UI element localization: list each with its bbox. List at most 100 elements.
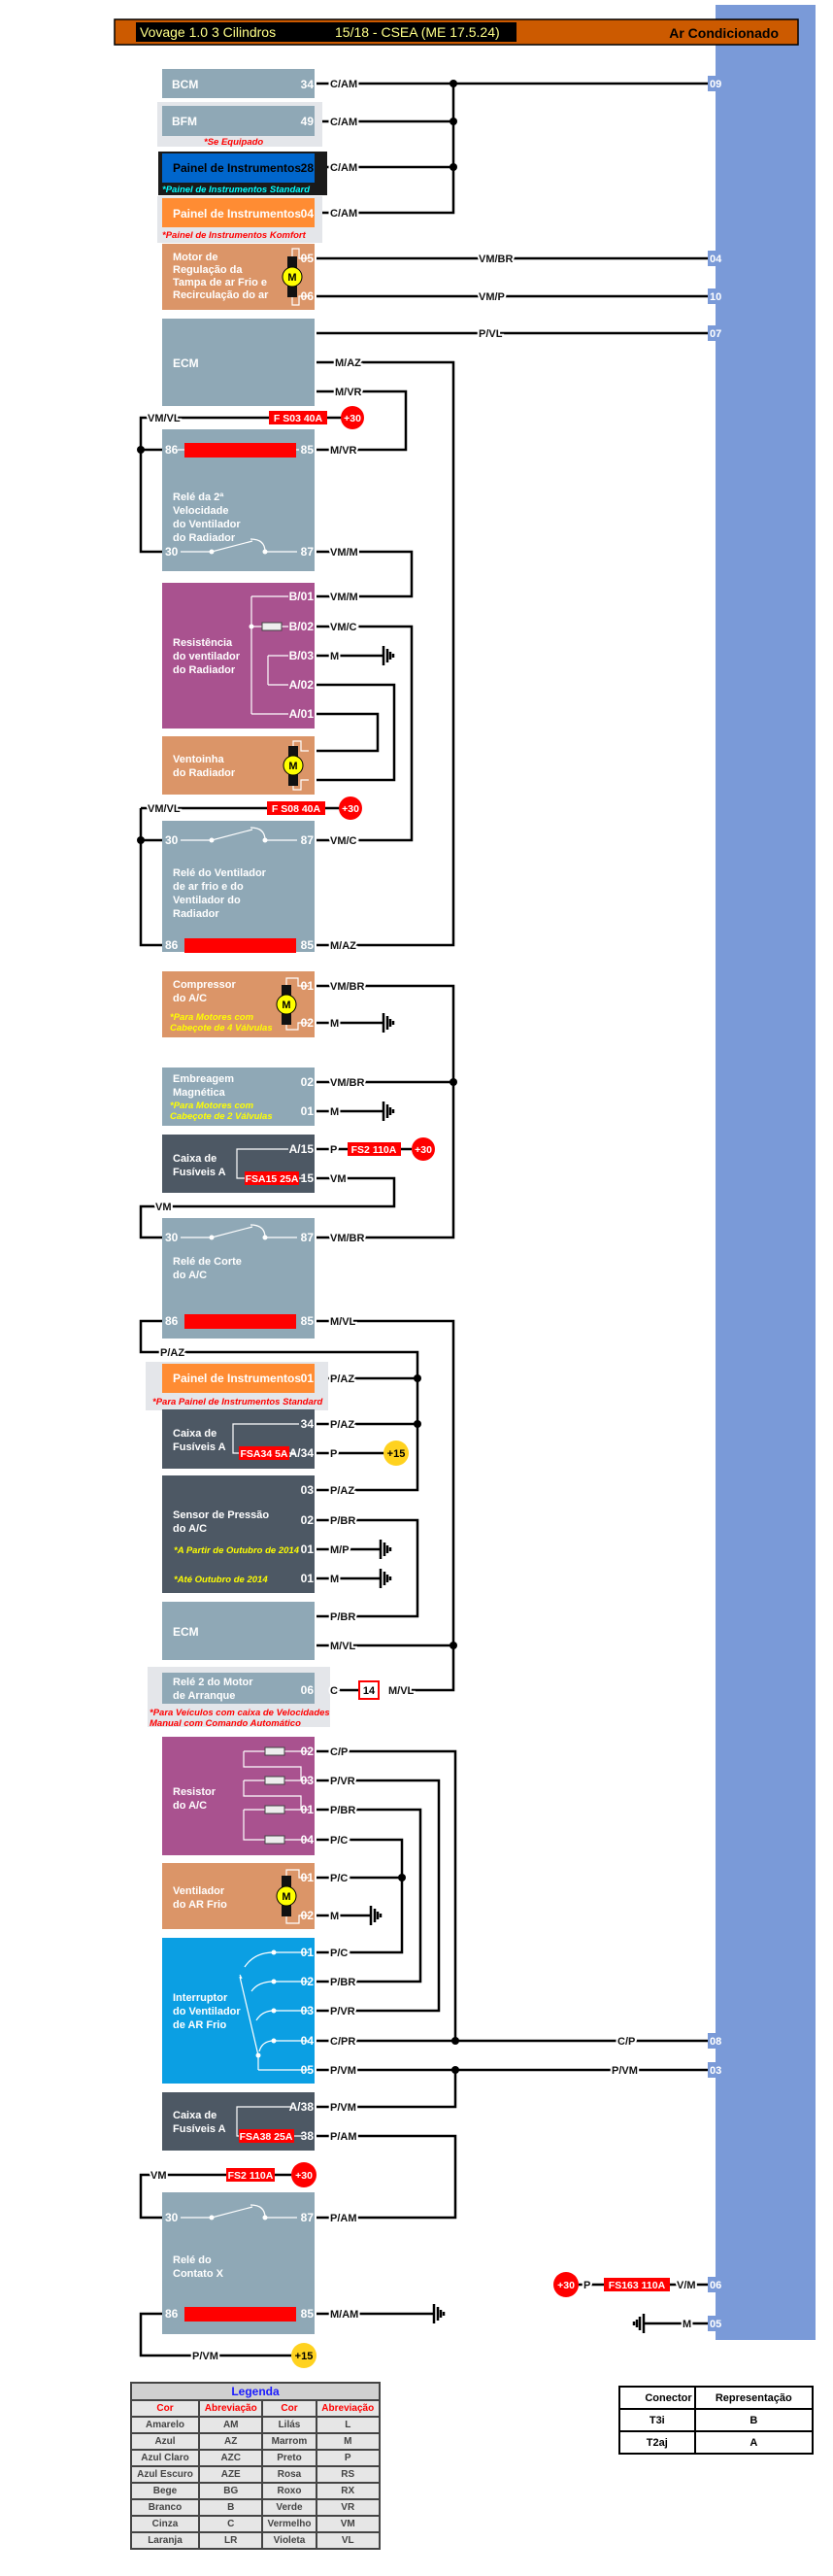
diagram-label: 02 — [301, 1513, 315, 1527]
diagram-label: Relé do Ventilador — [173, 867, 267, 879]
ac-resistor: Resistor do A/C 02 03 01 04 C/P P/VR P/B… — [162, 1737, 357, 1855]
relay-coil — [184, 2307, 296, 2322]
diagram-label: VM — [155, 1202, 172, 1213]
table-row: T2aj A — [618, 2430, 815, 2455]
ecu-connector-panel — [716, 5, 816, 2340]
rotary-switch-icon — [239, 1949, 309, 2071]
legend-cell: RX — [315, 2482, 381, 2500]
diagram-label: 05 — [301, 2063, 315, 2077]
diagram-label: C/AM — [330, 162, 357, 174]
ecu-pin-06: 06 — [708, 2277, 725, 2292]
diagram-label: A/02 — [289, 678, 315, 692]
battery-plus30-badge: +30 — [341, 406, 364, 429]
diagram-label: 05 — [301, 252, 315, 265]
diagram-label: VM/M — [330, 547, 358, 559]
cold-air-fan: Ventilador do AR Frio M 01 02 P/C M — [162, 1863, 350, 1929]
relay-switch-icon — [181, 2204, 297, 2220]
diagram-label: 01 — [301, 1572, 315, 1585]
legend-cell: Vermelho — [261, 2515, 317, 2533]
ground-icon — [632, 2312, 646, 2335]
diagram-label: *A Partir de Outubro de 2014 — [174, 1545, 300, 1556]
ignition-plus15-badge: +15 — [383, 1441, 409, 1466]
legend-title: Legenda — [130, 2382, 381, 2401]
legend-cell: RS — [315, 2465, 381, 2484]
legend-cell: Azul Claro — [130, 2449, 200, 2467]
relay-2nd-speed: 86 85 Relé da 2ª Velocidade do Ventilado… — [162, 429, 360, 571]
relay-cold-air-fan: 30 87 Relé do Ventilador de ar frio e do… — [162, 821, 359, 954]
diagram-label: do A/C — [173, 993, 207, 1004]
diagram-label: FSA15 25A — [246, 1173, 299, 1185]
legend-header: Abreviação — [197, 2399, 264, 2418]
diagram-label: 34 — [301, 1417, 315, 1431]
diagram-label: ECM — [173, 1625, 199, 1639]
diagram-label: do Radiador — [173, 664, 236, 676]
diagram-label: A/38 — [289, 2100, 315, 2114]
diagram-label: P/C — [330, 1948, 348, 1959]
legend-cell: Lilás — [261, 2416, 317, 2434]
diagram-label: 03 — [301, 2004, 315, 2017]
resistor-icon — [264, 1746, 285, 1756]
ecm-module-2: ECM P/BR M/VL — [162, 1602, 358, 1660]
ecu-pin-04: 04 — [708, 251, 725, 266]
diagram-label: *Para Painel de Instrumentos Standard — [152, 1397, 322, 1407]
diagram-label: Contato X — [173, 2268, 224, 2280]
diagram-label: 01 — [301, 1803, 315, 1816]
diagram-label: BCM — [172, 78, 198, 91]
diagram-label: Painel de Instrumentos — [173, 161, 301, 175]
ecu-pin-05: 05 — [708, 2316, 725, 2331]
ground-icon — [382, 1100, 395, 1123]
diagram-label: C/P — [617, 2036, 635, 2048]
relay-coil — [184, 1314, 296, 1329]
diagram-label: 05 — [710, 2319, 721, 2330]
instrument-panel-standard: Painel de Instrumentos 28 C/AM *Painel d… — [158, 152, 359, 195]
diagram-label: 30 — [165, 545, 179, 559]
diagram-label: M/VL — [330, 1641, 356, 1652]
diagram-label: Cabeçote de 4 Válvulas — [170, 1023, 273, 1034]
diagram-label: *Até Outubro de 2014 — [174, 1575, 268, 1585]
diagram-label: FS163 110A — [609, 2280, 666, 2291]
diagram-label: Caixa de — [173, 2110, 217, 2121]
ground-icon — [432, 2302, 446, 2325]
diagram-label: 86 — [165, 1314, 179, 1328]
fan-speed-switch: Interruptor do Ventilador de AR Frio 01 … — [162, 1938, 640, 2084]
diagram-label: 10 — [710, 291, 721, 303]
diagram-label: M/AZ — [335, 357, 361, 369]
diagram-label: B/03 — [289, 649, 315, 662]
diagram-label: Relé da 2ª — [173, 491, 224, 503]
diagram-label: Relé do — [173, 2254, 212, 2266]
relay-coil — [184, 938, 296, 953]
diagram-label: 06 — [301, 289, 315, 303]
legend-header: Abreviação — [315, 2399, 381, 2418]
diagram-label: M — [287, 272, 296, 284]
motor-icon: M — [282, 256, 303, 297]
resistor-icon — [264, 1776, 285, 1785]
diagram-label: 86 — [165, 938, 179, 952]
diagram-label: +30 — [415, 1144, 432, 1156]
legend-cell: L — [315, 2416, 381, 2434]
diagram-label: 15 — [301, 1171, 315, 1185]
diagram-label: Relé 2 do Motor — [173, 1677, 253, 1688]
diagram-label: P/C — [330, 1835, 348, 1847]
diagram-label: 34 — [301, 78, 315, 91]
diagram-label: Sensor de Pressão — [173, 1509, 269, 1521]
diagram-label: do A/C — [173, 1270, 207, 1281]
diagram-label: C — [330, 1685, 338, 1697]
diagram-label: P/BR — [330, 1515, 355, 1527]
diagram-label: P/C — [330, 1873, 348, 1884]
diagram-label: 02 — [301, 1745, 315, 1758]
diagram-label: *Se Equipado — [204, 137, 263, 148]
diagram-label: P — [330, 1144, 337, 1156]
diagram-label: VM/BR — [330, 1077, 365, 1089]
relay-switch-icon — [181, 538, 297, 555]
legend-cell: Verde — [261, 2498, 317, 2517]
legend-cell: Amarelo — [130, 2416, 200, 2434]
legend-cell: Violeta — [261, 2531, 317, 2550]
resistor-icon — [261, 622, 283, 631]
diagram-label: de ar frio e do — [173, 881, 244, 893]
diagram-label: Radiador — [173, 908, 219, 920]
diagram-label: 87 — [301, 833, 315, 847]
ground-icon — [379, 1538, 392, 1561]
